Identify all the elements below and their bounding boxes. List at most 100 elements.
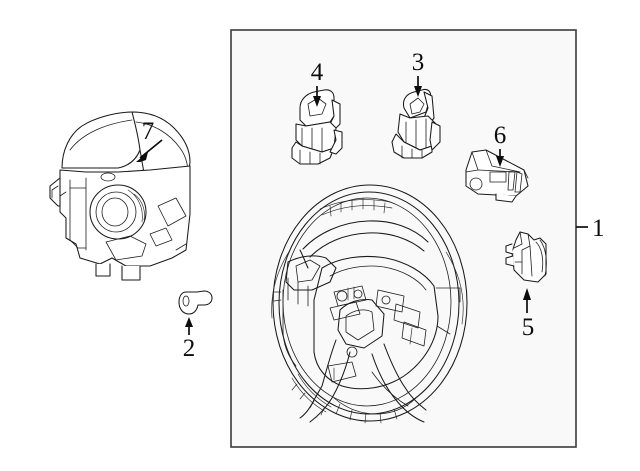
part-1-airbag-cover-inner	[345, 309, 375, 341]
callout-7-pointer	[136, 139, 163, 162]
part-1-airbag-cover	[337, 299, 385, 349]
part-2-hole	[182, 295, 190, 307]
part-7-rotor-inner	[101, 197, 129, 227]
part-1-left-spoke-facet	[295, 259, 321, 283]
part-1-top-pad-arc2	[309, 232, 425, 258]
part-1-rim-shade-r	[445, 251, 464, 325]
part-1-bottom-ticks	[335, 403, 398, 424]
callout-label-3: 3	[412, 49, 425, 76]
part-1-lower-left-spoke-edge	[299, 339, 337, 419]
part-1-hub-top-edge	[329, 265, 427, 291]
part-1-btn-left-1	[336, 290, 348, 302]
part-5-right-arc2	[539, 239, 547, 277]
part-6-side-panel	[514, 171, 523, 193]
callout-6-arrow-head	[496, 156, 504, 167]
part-7-port-oval	[100, 172, 116, 182]
part-1-left-spoke	[285, 255, 337, 291]
part-1-btn-right-div	[409, 327, 413, 345]
part-1-steering-wheel-assembly	[271, 184, 468, 424]
part-7-rotor-arc	[133, 193, 145, 221]
part-7-rotor-outer	[89, 184, 147, 240]
part-6-rect-button	[489, 171, 507, 183]
callout-2-pointer	[185, 317, 193, 335]
callout-label-6: 6	[494, 122, 507, 149]
part-1-btn-right-1	[381, 295, 391, 305]
part-1-rim-stitch-top	[319, 199, 391, 210]
part-7-right-diamond	[157, 197, 187, 227]
part-1-lower-right-spoke-edge	[383, 343, 427, 411]
part-1-btn-cluster-right	[375, 289, 405, 313]
part-5-top-facet	[513, 231, 523, 249]
part-7-clockspring-airbag-module	[49, 111, 191, 281]
part-2-body	[178, 290, 213, 315]
part-7-detail-n2	[175, 243, 187, 251]
part-6-cruise-control-switch	[465, 149, 529, 203]
callout-5-pointer	[523, 288, 531, 313]
part-5-vert-div2	[529, 245, 533, 277]
part-1-hub-screw	[346, 346, 358, 358]
part-7-detail-n1	[59, 191, 67, 197]
part-1-rim-shade-l	[271, 249, 291, 319]
part-7-lower-tab-a	[95, 263, 111, 277]
part-7-inner-rim-left	[69, 179, 87, 249]
part-1-lower-right-inner	[371, 371, 409, 407]
callout-6-pointer	[496, 149, 504, 167]
part-5-left-prong-b	[505, 255, 515, 267]
part-6-right-edge	[523, 169, 529, 179]
part-1-right-connector-lead	[435, 287, 461, 303]
part-7-left-flange	[49, 177, 61, 207]
callout-7-arrow-head	[136, 152, 148, 162]
callout-label-5: 5	[522, 314, 535, 341]
callout-label-4: 4	[311, 59, 324, 86]
callout-5-arrow-head	[523, 288, 531, 300]
part-7-rotor-mid	[95, 191, 137, 233]
callout-3-arrow-head	[414, 86, 422, 97]
part-4-switch-assembly-left	[291, 89, 343, 165]
part-7-lower-plate-right	[149, 227, 173, 247]
part-3-right-tab	[429, 121, 441, 151]
part-7-pad-crease	[69, 119, 133, 151]
part-1-rim-stitch-bl-ticks	[291, 383, 325, 416]
part-1-bottom-arc	[333, 397, 417, 415]
part-1-left-spoke-ribs	[287, 277, 309, 307]
callout-label-1: 1	[592, 215, 605, 242]
part-7-lower-tab-b	[121, 265, 141, 281]
part-1-lower-right-spoke-edge2	[371, 353, 425, 423]
part-5-paddle-shifter-switch	[505, 231, 547, 283]
part-1-rim-outer	[272, 184, 468, 422]
part-7-left-flange-edge	[51, 185, 59, 199]
part-1-btn-cluster-right3	[401, 321, 427, 347]
part-6-bottom-tab	[495, 193, 517, 203]
callout-label-7: 7	[142, 118, 155, 145]
callout-4-arrow-head	[313, 96, 321, 107]
part-6-bevel	[485, 149, 521, 173]
part-1-rim-stitch-ticks	[329, 198, 386, 217]
part-1-btn-cluster-right2	[393, 303, 421, 329]
callout-7-arrow-shaft	[139, 139, 163, 159]
part-5-right-arc	[535, 241, 544, 273]
part-1-lower-left-spoke-edge2	[309, 351, 351, 423]
part-3-switch-assembly-right	[391, 88, 441, 159]
part-4-right-tab	[329, 129, 343, 155]
part-1-rim-stitch-bl	[291, 377, 327, 413]
part-1-left-notch	[272, 291, 282, 302]
callout-2-arrow-head	[185, 317, 193, 327]
part-1-top-left-join	[299, 249, 309, 269]
part-1-btn-left-div	[347, 286, 355, 301]
part-2-retainer-clip	[178, 290, 213, 315]
part-1-top-pad-arc	[302, 220, 429, 250]
part-6-rocker-button	[507, 171, 516, 191]
part-3-upper-face	[409, 97, 425, 115]
part-7-lower-plate	[105, 235, 147, 261]
part-1-lower-left-pad	[327, 361, 357, 383]
callout-3-pointer	[414, 76, 422, 97]
part-4-lower-body	[291, 141, 335, 165]
callout-4-pointer	[313, 86, 321, 107]
callout-label-2: 2	[183, 335, 196, 362]
part-5-left-prong-a	[505, 243, 514, 255]
part-1-left-inner-edge	[282, 289, 297, 367]
part-1-right-detail	[436, 325, 451, 335]
part-7-rotor-arc2	[127, 189, 143, 223]
